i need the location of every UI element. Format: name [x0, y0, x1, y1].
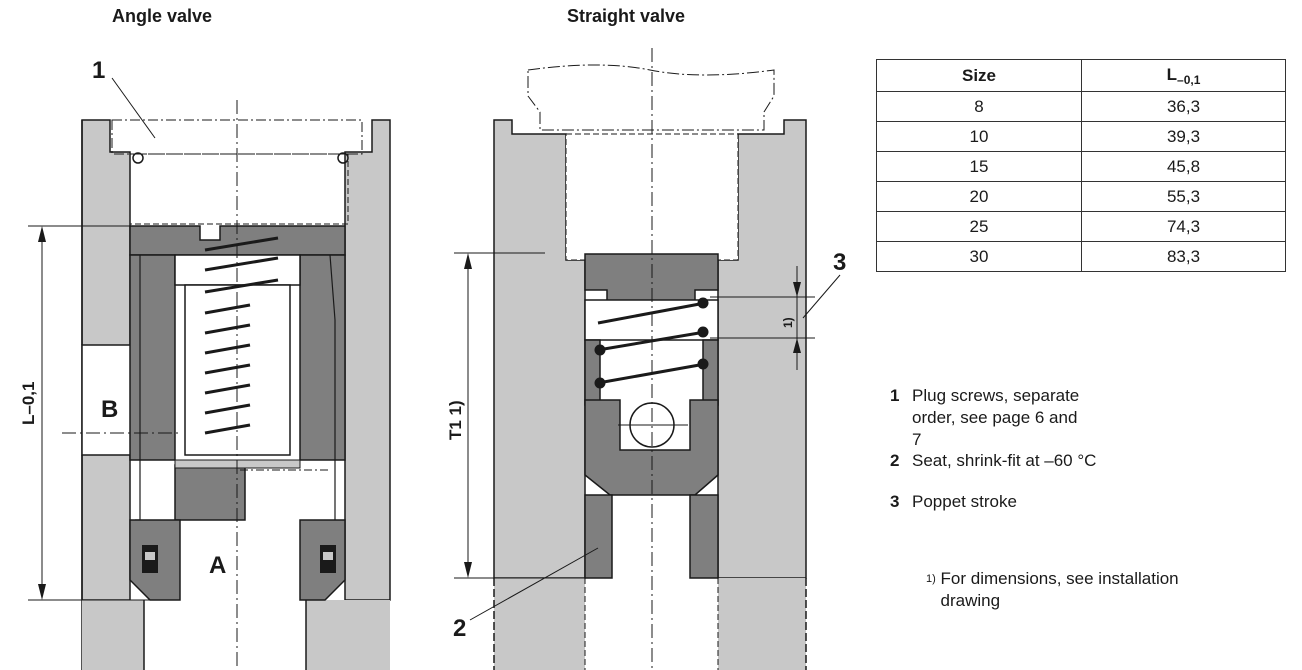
legend-text: Poppet stroke — [912, 492, 1017, 511]
dimension-l-label: L–0,1 — [19, 382, 38, 425]
port-a-label: A — [209, 552, 226, 579]
legend-item: 3 Poppet stroke — [890, 491, 1272, 513]
dimension-stroke-label: 1) — [781, 317, 795, 328]
angle-valve-drawing — [28, 77, 391, 670]
cell-l: 55,3 — [1081, 181, 1286, 212]
footnote: 1) For dimensions, see installation draw… — [926, 568, 1296, 612]
cell-size: 30 — [876, 241, 1082, 272]
cell-size: 8 — [876, 91, 1082, 122]
cell-size: 20 — [876, 181, 1082, 212]
footnote-mark: 1) — [926, 573, 936, 585]
cell-size: 15 — [876, 151, 1082, 182]
legend-item: 1 Plug screws, separate order, see page 6… — [890, 385, 1082, 451]
header-l-sub: –0,1 — [1177, 72, 1201, 87]
angle-spring — [204, 236, 279, 435]
header-size: Size — [876, 59, 1082, 92]
valve-drawings: 1 2 3 A B L–0,1 T1 1) 1) — [19, 48, 846, 670]
angle-valve-title: Angle valve — [112, 6, 213, 26]
cell-l: 39,3 — [1081, 121, 1286, 152]
angle-seat — [129, 519, 346, 601]
legend-number: 3 — [890, 492, 900, 511]
legend-number: 2 — [890, 451, 900, 470]
straight-valve-title: Straight valve — [567, 6, 686, 26]
callout-3-label: 3 — [833, 249, 846, 276]
callout-1-label: 1 — [92, 57, 105, 84]
footnote-text: For dimensions, see installation drawing — [940, 569, 1179, 610]
legend-item: 2 Seat, shrink-fit at –60 °C — [890, 450, 1272, 472]
angle-housing-right — [344, 119, 391, 601]
dimension-t1-label: T1 1) — [446, 400, 465, 440]
cell-l: 36,3 — [1081, 91, 1286, 122]
cell-l: 74,3 — [1081, 211, 1286, 242]
legend-text: Seat, shrink-fit at –60 °C — [912, 451, 1097, 470]
cell-l: 83,3 — [1081, 241, 1286, 272]
straight-valve-drawing — [454, 48, 841, 670]
cell-size: 25 — [876, 211, 1082, 242]
cell-l: 45,8 — [1081, 151, 1286, 182]
cell-size: 10 — [876, 121, 1082, 152]
legend-text: Plug screws, separate order, see page 6 … — [912, 386, 1080, 449]
straight-poppet — [584, 399, 719, 496]
callout-2-label: 2 — [453, 615, 466, 642]
legend-number: 1 — [890, 386, 900, 405]
port-b-label: B — [101, 396, 118, 423]
table-header-row: Size L–0,1 — [876, 59, 1286, 92]
header-l-main: L — [1166, 64, 1178, 84]
header-l: L–0,1 — [1081, 59, 1286, 92]
